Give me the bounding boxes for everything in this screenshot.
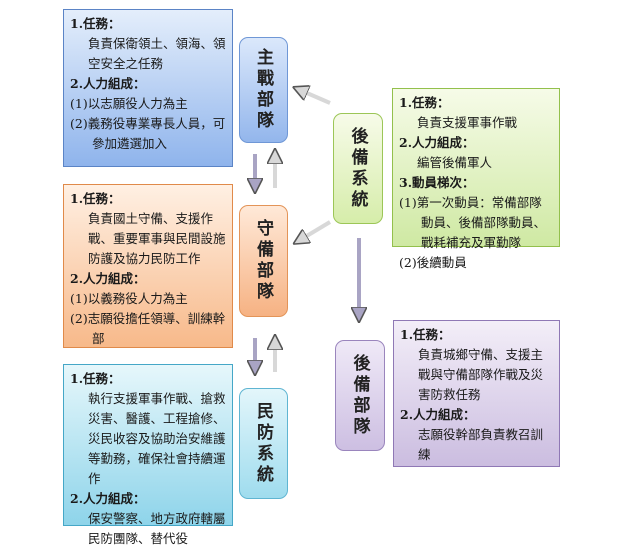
main-force-staffing-title: 2.人力組成： bbox=[70, 76, 146, 91]
reserve-force-mission-title: 1.任務： bbox=[400, 327, 451, 342]
node-main-force: 主戰部隊 bbox=[239, 37, 288, 143]
reserve-system-mobilization-title: 3.動員梯次： bbox=[399, 175, 475, 190]
node-reserve-system: 後備系統 bbox=[333, 113, 383, 224]
defense-force-staffing-2: (2)志願役擔任領導、訓練幹部 bbox=[70, 311, 226, 346]
main-force-mission-text: 負責保衛領土、領海、領空安全之任務 bbox=[88, 36, 226, 71]
reserve-system-staffing-title: 2.人力組成： bbox=[399, 135, 475, 150]
node-reserve-system-label: 後備系統 bbox=[347, 126, 368, 211]
defense-force-mission-title: 1.任務： bbox=[70, 191, 121, 206]
defense-force-description: 1.任務： 負責國土守備、支援作戰、重要軍事與民間設施防護及協力民防工作 2.人… bbox=[63, 184, 233, 348]
defense-force-staffing-1: (1)以義務役人力為主 bbox=[70, 291, 188, 306]
node-defense-force: 守備部隊 bbox=[239, 205, 288, 317]
arrow-reserve-to-defense bbox=[300, 220, 332, 240]
node-defense-force-label: 守備部隊 bbox=[253, 219, 273, 303]
reserve-system-mission-text: 負責支援軍事作戰 bbox=[417, 115, 518, 130]
civil-defense-description: 1.任務： 執行支援軍事作戰、搶救災害、醫護、工程搶修、災民收容及協助治安維護等… bbox=[63, 364, 233, 546]
main-force-mission-title: 1.任務： bbox=[70, 16, 121, 31]
reserve-force-mission-text: 負責城鄉守備、支援主戰與守備部隊作戰及災害防救任務 bbox=[418, 347, 544, 402]
main-force-staffing-1: (1)以志願役人力為主 bbox=[70, 96, 188, 111]
reserve-force-staffing-text: 志願役幹部負責教召訓練 bbox=[418, 427, 544, 462]
node-civil-defense: 民防系統 bbox=[239, 388, 288, 499]
civil-defense-mission-text: 執行支援軍事作戰、搶救災害、醫護、工程搶修、災民收容及協助治安維護等勤務，確保社… bbox=[88, 391, 226, 486]
defense-force-staffing-title: 2.人力組成： bbox=[70, 271, 146, 286]
reserve-system-mobilization-2: (2)後續動員 bbox=[399, 255, 467, 270]
main-force-staffing-2: (2)義務役專業專長人員，可參加遴選加入 bbox=[70, 116, 226, 151]
reserve-system-mobilization-1: (1)第一次動員：常備部隊動員、後備部隊動員、戰耗補充及軍勤隊 bbox=[399, 195, 547, 250]
node-reserve-force-label: 後備部隊 bbox=[349, 353, 370, 438]
reserve-system-staffing-text: 編管後備軍人 bbox=[417, 155, 493, 170]
node-civil-defense-label: 民防系統 bbox=[253, 401, 273, 486]
civil-defense-mission-title: 1.任務： bbox=[70, 371, 121, 386]
node-reserve-force: 後備部隊 bbox=[335, 340, 385, 451]
node-main-force-label: 主戰部隊 bbox=[253, 48, 273, 132]
reserve-system-mission-title: 1.任務： bbox=[399, 95, 450, 110]
main-force-description: 1.任務： 負責保衛領土、領海、領空安全之任務 2.人力組成： (1)以志願役人… bbox=[63, 9, 233, 167]
civil-defense-staffing-text: 保安警察、地方政府轄屬民防團隊、替代役 bbox=[88, 511, 226, 546]
connector-arrows bbox=[0, 0, 623, 533]
reserve-force-description: 1.任務： 負責城鄉守備、支援主戰與守備部隊作戰及災害防救任務 2.人力組成： … bbox=[393, 320, 560, 467]
arrow-reserve-to-main bbox=[300, 90, 331, 105]
reserve-force-staffing-title: 2.人力組成： bbox=[400, 407, 476, 422]
defense-force-mission-text: 負責國土守備、支援作戰、重要軍事與民間設施防護及協力民防工作 bbox=[88, 211, 226, 266]
civil-defense-staffing-title: 2.人力組成： bbox=[70, 491, 146, 506]
reserve-system-description: 1.任務： 負責支援軍事作戰 2.人力組成： 編管後備軍人 3.動員梯次： (1… bbox=[392, 88, 560, 270]
